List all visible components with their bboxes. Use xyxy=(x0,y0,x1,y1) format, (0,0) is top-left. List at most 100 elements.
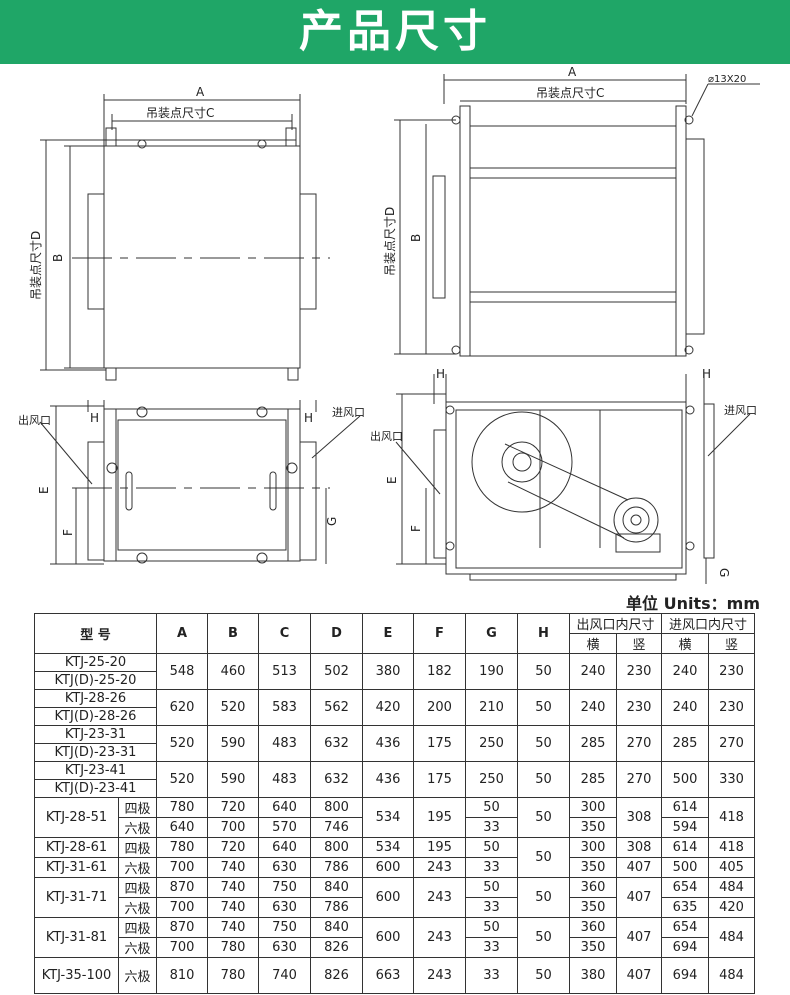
cell: 182 xyxy=(413,653,466,690)
pole-cell: 六极 xyxy=(118,937,157,958)
dim-h-label-2: H xyxy=(304,411,313,425)
top-right-view xyxy=(394,74,760,357)
dim-e-label-2: E xyxy=(385,476,399,484)
units-label: 单位 Units：mm xyxy=(626,594,760,613)
pole-cell: 六极 xyxy=(118,857,157,878)
header-inlet-vert: 竖 xyxy=(708,633,755,654)
cell: 700 xyxy=(156,897,208,918)
pole-cell: 四极 xyxy=(118,877,157,898)
table-row: KTJ(D)-23-31 xyxy=(34,743,755,762)
cell: 350 xyxy=(569,857,617,878)
header-outlet-horiz: 横 xyxy=(569,633,617,654)
cell: 630 xyxy=(258,937,311,958)
hole-note: ⌀13X20 xyxy=(708,74,746,85)
cell: 285 xyxy=(661,725,709,762)
cell: 500 xyxy=(661,857,709,878)
cell: 300 xyxy=(569,837,617,858)
dim-d-label-2: 吊装点尺寸D xyxy=(383,207,397,276)
top-left-view xyxy=(40,94,330,381)
dim-f-label-2: F xyxy=(409,525,423,532)
cell: 800 xyxy=(310,797,363,818)
cell: 663 xyxy=(362,957,414,994)
header-g: G xyxy=(465,613,518,654)
cell: 50 xyxy=(517,837,570,878)
cell: 502 xyxy=(310,653,363,690)
dim-c-label: 吊装点尺寸C xyxy=(146,106,214,120)
cell: 330 xyxy=(708,761,755,798)
cell: 870 xyxy=(156,877,208,898)
cell: 285 xyxy=(569,725,617,762)
cell: 240 xyxy=(569,653,617,690)
cell: 562 xyxy=(310,689,363,726)
bottom-right-view xyxy=(395,374,751,584)
cell: 230 xyxy=(616,689,662,726)
dim-c-label-2: 吊装点尺寸C xyxy=(536,86,604,100)
cell: 195 xyxy=(413,837,466,858)
table-row: KTJ-23-41 520 590 483 632 436 175 250 50… xyxy=(34,761,755,798)
header-h: H xyxy=(517,613,570,654)
cell: 350 xyxy=(569,817,617,838)
cell: 50 xyxy=(517,917,570,958)
cell: 780 xyxy=(207,957,259,994)
cell: 33 xyxy=(465,857,518,878)
dim-h-label: H xyxy=(90,411,99,425)
cell: 407 xyxy=(616,957,662,994)
cell: 840 xyxy=(310,917,363,938)
cell: 407 xyxy=(616,857,662,878)
dim-b-label-2: B xyxy=(409,234,423,242)
cell: 380 xyxy=(362,653,414,690)
dim-g-label: G xyxy=(325,517,339,526)
cell: 175 xyxy=(413,725,466,762)
header-c: C xyxy=(258,613,311,654)
table-row: KTJ-35-100 六极 810 780 740 826 663 243 33… xyxy=(34,957,755,994)
pole-cell: 六极 xyxy=(118,897,157,918)
cell: 250 xyxy=(465,761,518,798)
pole-cell: 六极 xyxy=(118,957,157,994)
cell: 270 xyxy=(708,725,755,762)
pole-cell: 四极 xyxy=(118,917,157,938)
dim-f-label: F xyxy=(61,529,75,536)
cell: 50 xyxy=(517,957,570,994)
header-inlet-horiz: 横 xyxy=(661,633,709,654)
cell: 786 xyxy=(310,857,363,878)
cell: 300 xyxy=(569,797,617,818)
cell: 200 xyxy=(413,689,466,726)
title-banner xyxy=(0,0,790,64)
model-cell: KTJ-28-51 xyxy=(34,797,119,838)
cell: 630 xyxy=(258,897,311,918)
dim-h-label-3: H xyxy=(436,367,445,381)
model-cell: KTJ-28-61 xyxy=(34,837,119,858)
cell: 33 xyxy=(465,897,518,918)
cell: 460 xyxy=(207,653,259,690)
cell: 600 xyxy=(362,877,414,918)
cell: 800 xyxy=(310,837,363,858)
cell: 190 xyxy=(465,653,518,690)
cell: 520 xyxy=(207,689,259,726)
table-row: 六极 700 740 630 786 33 350 635 420 xyxy=(35,897,755,918)
model-cell: KTJ-35-100 xyxy=(34,957,119,994)
cell: 230 xyxy=(708,653,755,690)
cell: 740 xyxy=(258,957,311,994)
cell: 483 xyxy=(258,725,311,762)
dim-b-label: B xyxy=(51,254,65,262)
model-cell: KTJ-31-61 xyxy=(34,857,119,878)
table-row: KTJ-23-31 520 590 483 632 436 175 250 50… xyxy=(34,725,755,762)
dim-h-label-4: H xyxy=(702,367,711,381)
cell: 418 xyxy=(708,797,755,838)
cell: 694 xyxy=(661,957,709,994)
cell: 740 xyxy=(207,857,259,878)
cell: 534 xyxy=(362,797,414,838)
table-row: KTJ-31-71 四极 870 740 750 840 600 243 50 … xyxy=(34,877,755,918)
cell: 243 xyxy=(413,957,466,994)
cell: 50 xyxy=(517,797,570,838)
cell: 420 xyxy=(708,897,755,918)
cell: 350 xyxy=(569,937,617,958)
header-a: A xyxy=(156,613,208,654)
cell: 420 xyxy=(362,689,414,726)
cell: 780 xyxy=(156,797,208,818)
cell: 484 xyxy=(708,957,755,994)
cell: 285 xyxy=(569,761,617,798)
cell: 600 xyxy=(362,857,414,878)
cell: 583 xyxy=(258,689,311,726)
table-row: KTJ(D)-28-26 xyxy=(34,707,755,726)
